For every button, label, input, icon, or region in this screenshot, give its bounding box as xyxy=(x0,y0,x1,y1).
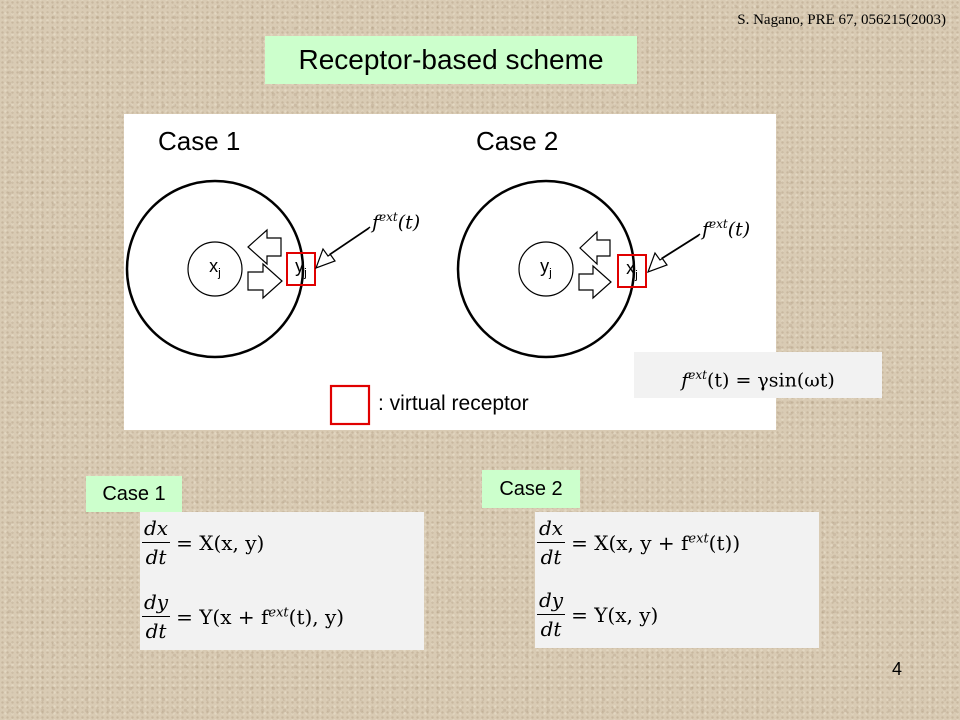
legend-receptor-box xyxy=(329,384,371,426)
frac-denominator: dt xyxy=(540,545,562,569)
frac-dx-dt: dx dt xyxy=(142,514,171,571)
case1-eq-dx: dx dt = X(x, y) xyxy=(142,514,264,571)
slide-title: Receptor-based scheme xyxy=(265,36,637,84)
force-formula: fext(t) = γsin(ωt) xyxy=(634,352,882,398)
eq-rhs: = Y(x + fext(t), y) xyxy=(176,605,344,629)
case2-receptor-label: xj xyxy=(626,258,638,282)
frac-denominator: dt xyxy=(145,619,167,643)
case2-eq-dx: dx dt = X(x, y + fext(t)) xyxy=(537,514,740,571)
case1-equations: dx dt = X(x, y) dy dt = Y(x + fext(t), y… xyxy=(140,512,424,650)
frac-bar xyxy=(537,542,566,543)
case2-inner-circle xyxy=(518,241,574,297)
case1-outer-circle xyxy=(125,179,305,359)
case2-arrow-out xyxy=(579,230,611,266)
frac-denominator: dt xyxy=(540,617,562,641)
case2-arrow-in xyxy=(578,264,612,300)
case1-force-arrow xyxy=(314,226,371,270)
frac-numerator: dx xyxy=(539,516,564,540)
frac-numerator: dx xyxy=(144,516,169,540)
diagram-shapes xyxy=(125,179,701,426)
case2-force-arrow xyxy=(646,233,701,274)
case2-eq-dy: dy dt = Y(x, y) xyxy=(537,586,658,643)
page-number: 4 xyxy=(891,659,902,679)
frac-dy-dt: dy dt xyxy=(142,588,171,645)
frac-denominator: dt xyxy=(145,545,167,569)
receptor-diagram: Case 1 Case 2 xj yj fext(t) yj xj fext(t… xyxy=(124,114,776,430)
case1-arrow-in xyxy=(247,262,283,300)
eq-sup: ext xyxy=(268,604,289,620)
eq-rhs-part: (t), y) xyxy=(288,604,345,629)
legend-text: : virtual receptor xyxy=(378,392,529,415)
eq-rhs-part: = X(x, y + f xyxy=(571,530,689,555)
eq-rhs-part: = Y(x + f xyxy=(176,604,269,629)
case2-equations: dx dt = X(x, y + fext(t)) dy dt = Y(x, y… xyxy=(535,512,819,648)
frac-bar xyxy=(142,542,171,543)
case1-eq-dy: dy dt = Y(x + fext(t), y) xyxy=(142,588,344,645)
case1-arrow-out xyxy=(247,228,282,266)
eq-rhs-part: (t)) xyxy=(708,530,741,555)
eq-rhs: = X(x, y + fext(t)) xyxy=(571,531,740,555)
frac-dx-dt: dx dt xyxy=(537,514,566,571)
case1-title: Case 1 xyxy=(158,126,241,156)
case2-inner-label: yj xyxy=(540,256,552,280)
case2-tag: Case 2 xyxy=(482,470,580,508)
case1-force-label: fext(t) xyxy=(372,210,421,234)
eq-rhs: = X(x, y) xyxy=(176,530,265,555)
case2-receptor-box xyxy=(617,254,647,288)
frac-numerator: dy xyxy=(539,588,564,612)
case2-outer-circle xyxy=(456,179,636,359)
case1-receptor-label: yj xyxy=(295,256,307,280)
eq-sup: ext xyxy=(688,530,709,546)
frac-numerator: dy xyxy=(144,590,169,614)
case2-title: Case 2 xyxy=(476,126,559,156)
case1-inner-label: xj xyxy=(209,256,221,280)
case1-inner-circle xyxy=(187,241,243,297)
case1-tag: Case 1 xyxy=(86,476,182,512)
frac-bar xyxy=(537,614,566,615)
frac-dy-dt: dy dt xyxy=(537,586,566,643)
case2-force-label: fext(t) xyxy=(702,217,751,241)
citation: S. Nagano, PRE 67, 056215(2003) xyxy=(737,12,946,28)
eq-rhs: = Y(x, y) xyxy=(571,602,659,627)
frac-bar xyxy=(142,616,171,617)
